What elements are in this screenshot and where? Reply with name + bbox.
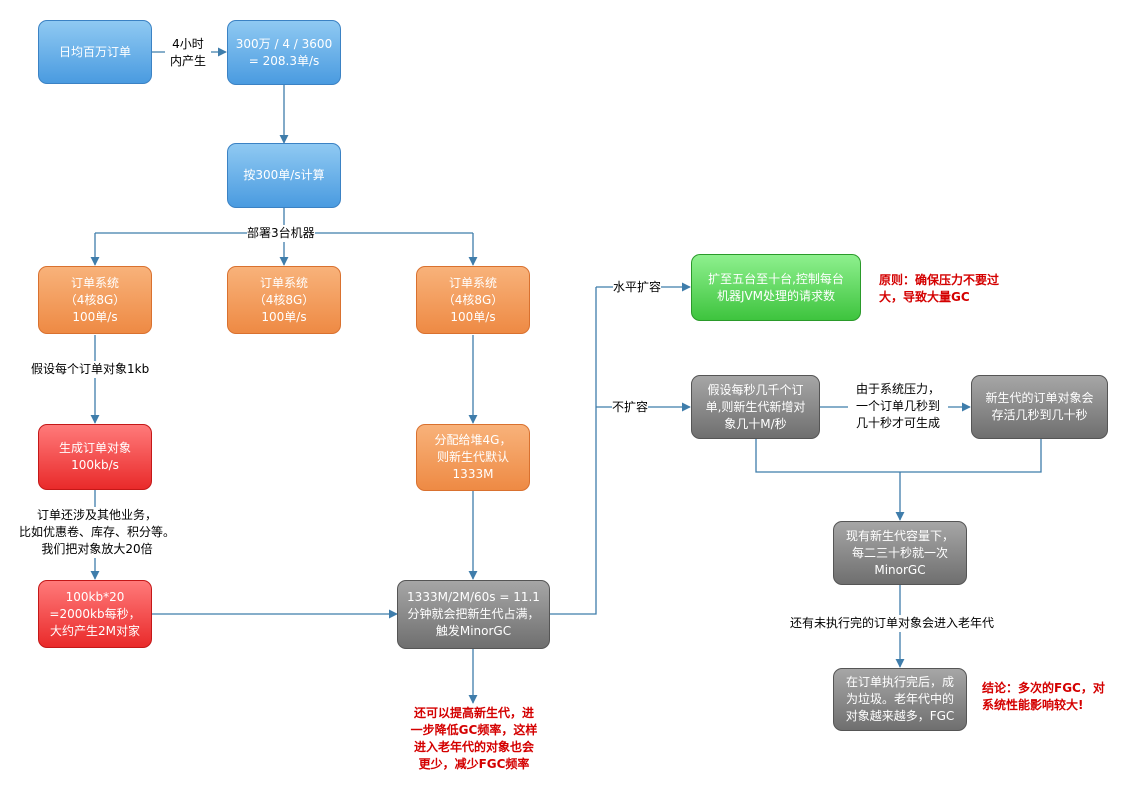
survive-node: 新生代的订单对象会 存活几秒到几十秒 xyxy=(971,375,1108,439)
deploy-3-label: 部署3台机器 xyxy=(247,225,315,242)
pressure-label: 由于系统压力， 一个订单几秒到 几十秒才可生成 xyxy=(848,381,948,432)
per-second-node: 300万 / 4 / 3600 = 208.3单/s xyxy=(227,20,341,85)
scale-out-node: 扩至五台至十台,控制每台 机器JVM处理的请求数 xyxy=(691,254,861,321)
principle-note: 原则：确保压力不要过 大，导致大量GC xyxy=(879,273,1000,304)
assume-1kb-label: 假设每个订单对象1kb xyxy=(31,361,150,378)
generate-objects-node: 生成订单对象 100kb/s xyxy=(38,424,152,490)
other-business-label: 订单还涉及其他业务， 比如优惠卷、库存、积分等。 我们把对象放大20倍 xyxy=(12,507,182,558)
no-scale-node: 假设每秒几千个订 单,则新生代新增对 象几十M/秒 xyxy=(691,375,820,439)
within-4h-label: 4小时 内产生 xyxy=(165,36,211,70)
daily-orders-node: 日均百万订单 xyxy=(38,20,152,84)
enter-old-gen-label: 还有未执行完的订单对象会进入老年代 xyxy=(790,615,995,632)
heap-allocation-node: 分配给堆4G， 则新生代默认 1333M xyxy=(416,424,530,491)
old-gen-node: 在订单执行完后，成 为垃圾。老年代中的 对象越来越多，FGC xyxy=(833,668,967,731)
order-system-3-node: 订单系统 （4核8G） 100单/s xyxy=(416,266,530,334)
order-system-1-node: 订单系统 （4核8G） 100单/s xyxy=(38,266,152,334)
edge-minorgc-branch xyxy=(550,287,597,615)
order-system-2-node: 订单系统 （4核8G） 100单/s xyxy=(227,266,341,334)
calc-300-node: 按300单/s计算 xyxy=(227,143,341,208)
no-expand-label: 不扩容 xyxy=(612,399,649,416)
young-gen-small-node: 现有新生代容量下， 每二三十秒就一次 MinorGC xyxy=(833,521,967,585)
horizontal-scale-label: 水平扩容 xyxy=(613,279,662,296)
conclusion-note: 结论：多次的FGC，对 系统性能影响较大! xyxy=(982,681,1105,712)
amplify-node: 100kb*20 =2000kb每秒， 大约产生2M对家 xyxy=(38,580,152,648)
minor-gc-calc-node: 1333M/2M/60s = 11.1 分钟就会把新生代占满， 触发MinorG… xyxy=(397,580,550,649)
raise-young-gen-note: 还可以提高新生代，进 一步降低GC频率，这样 进入老年代的对象也会 更少，减少F… xyxy=(410,706,538,771)
edge-merge xyxy=(755,439,1042,473)
